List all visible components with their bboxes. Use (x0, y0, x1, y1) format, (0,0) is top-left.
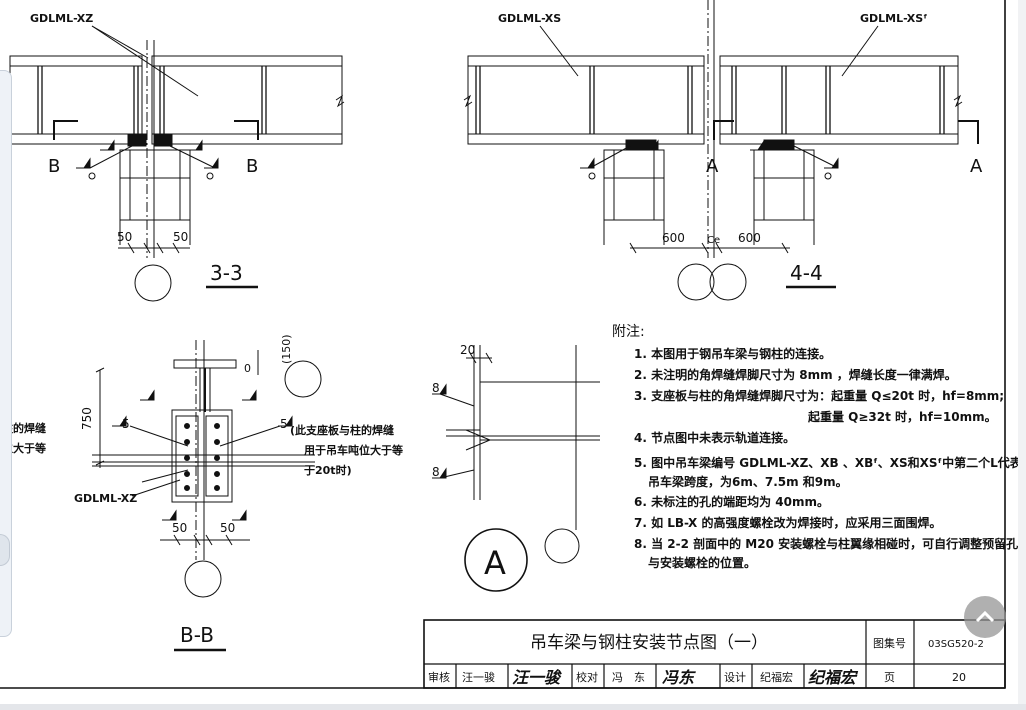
reviewer-name: 汪一骏 (462, 670, 495, 684)
review-label: 审核 (428, 670, 450, 684)
label-gdlml-xz-lower: GDLML-XZ (74, 492, 137, 505)
note-6: 6. 未标注的孔的端距均为 40mm。 (634, 494, 829, 509)
title-block-title: 吊车梁与钢柱安装节点图（一） (530, 633, 768, 653)
dim-50-right: 50 (173, 230, 188, 244)
weld-size-5-left: 5 (122, 417, 130, 431)
cut-mark-b-left: B (48, 156, 60, 177)
page-label: 页 (884, 671, 895, 684)
left-note-line-1: 柱的焊缝 (2, 421, 46, 435)
section-b-b (92, 340, 322, 652)
section-title-b-b: B-B (180, 623, 214, 647)
detail-a-mark: A (484, 544, 506, 582)
cut-mark-b-right: B (246, 156, 258, 177)
dim-0: 0 (244, 362, 251, 375)
section-title-4-4: 4-4 (790, 261, 823, 285)
horizontal-scrollbar[interactable] (0, 704, 1026, 710)
checker-name: 冯 东 (612, 671, 645, 684)
reviewer-signature: 汪一骏 (512, 668, 562, 687)
dim-50-left: 50 (117, 230, 132, 244)
dim-20: 20 (460, 343, 475, 357)
page-number: 20 (952, 671, 966, 684)
dim-600-right: 600 (738, 231, 761, 245)
weld-size-8-top: 8 (432, 381, 440, 395)
support-note-line-2: 用于吊车吨位大于等 (304, 443, 403, 457)
notes: 附注: 1. 本图用于钢吊车梁与钢柱的连接。 2. 未注明的角焊缝焊脚尺寸为 8… (612, 324, 1023, 570)
dim-150: (150) (280, 334, 293, 364)
note-7: 7. 如 LB-X 的高强度螺栓改为焊接时，应采用三面围焊。 (634, 515, 942, 530)
dim-ce: Ce (707, 235, 720, 246)
cut-mark-a-right: A (970, 156, 983, 177)
scroll-to-top-button[interactable] (964, 596, 1006, 638)
note-3-cont: 起重量 Q≥32t 时，hf=10mm。 (807, 409, 997, 424)
label-gdlml-xsf: GDLML-XSᶠ (860, 12, 927, 25)
note-5: 5. 图中吊车梁编号 GDLML-XZ、XB 、XBᶠ、XS和XSᶠ中第二个L代… (634, 455, 1023, 470)
note-4: 4. 节点图中未表示轨道连接。 (634, 430, 795, 445)
title-block (423, 619, 1006, 689)
chevron-up-icon (975, 610, 995, 623)
side-panel-toggle[interactable] (0, 534, 10, 566)
detail-a (431, 345, 600, 592)
label-gdlml-xs: GDLML-XS (498, 12, 561, 25)
designer-signature: 纪福宏 (808, 668, 859, 687)
check-label: 校对 (576, 670, 598, 684)
design-label: 设计 (724, 671, 746, 684)
notes-title: 附注: (612, 324, 645, 340)
note-8-cont: 与安装螺栓的位置。 (648, 555, 756, 570)
note-3: 3. 支座板与柱的角焊缝焊脚尺寸为：起重量 Q≤20t 时，hf=8mm; (634, 388, 1004, 403)
support-note-line-3: 于20t时) (304, 463, 352, 477)
side-panel-tab[interactable] (0, 70, 12, 637)
vertical-scrollbar[interactable] (1018, 0, 1026, 704)
note-5-cont: 吊车梁跨度，为6m、7.5m 和9m。 (648, 474, 848, 489)
checker-signature: 冯东 (662, 668, 696, 687)
note-8: 8. 当 2-2 剖面中的 M20 安装螺栓与柱翼缘相碰时，可自行调整预留孔 (634, 536, 1018, 551)
dim-600-left: 600 (662, 231, 685, 245)
cut-mark-a-left: A (706, 156, 719, 177)
section-4-4 (463, 0, 979, 301)
designer-name: 纪福宏 (760, 670, 793, 684)
section-3-3 (9, 25, 345, 302)
atlas-label: 图集号 (873, 636, 906, 650)
support-note-line-1: (此支座板与柱的焊缝 (290, 423, 394, 437)
label-gdlml-xz: GDLML-XZ (30, 12, 93, 25)
dim-750: 750 (80, 407, 94, 430)
note-1: 1. 本图用于钢吊车梁与钢柱的连接。 (634, 346, 831, 361)
note-2: 2. 未注明的角焊缝焊脚尺寸为 8mm ，焊缝长度一律满焊。 (634, 367, 957, 382)
weld-size-5-right: 5 (280, 417, 288, 431)
dim-50-bb-left: 50 (172, 521, 187, 535)
section-title-3-3: 3-3 (210, 261, 243, 285)
atlas-number: 03SG520-2 (928, 639, 984, 650)
weld-size-8-bottom: 8 (432, 465, 440, 479)
left-note-line-2: 位大于等 (2, 441, 46, 455)
dim-50-bb-right: 50 (220, 521, 235, 535)
